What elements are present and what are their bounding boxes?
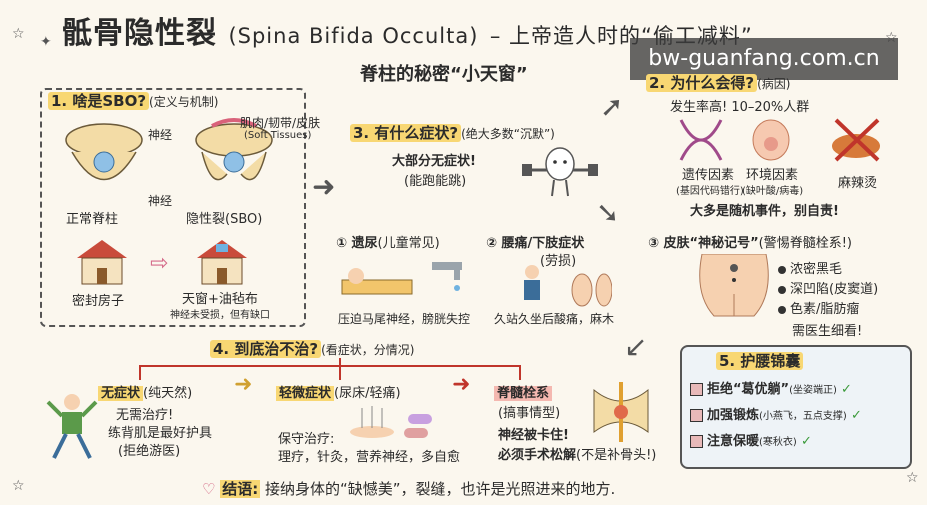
treatment-none: 无症状(纯天然)	[98, 382, 192, 401]
treatment-none-2: 练背肌是最好护具	[108, 426, 213, 441]
skylight-house-note: 神经未受损，但有缺口	[170, 310, 270, 321]
vertebra-illustration	[65, 118, 273, 181]
lower-back-illustration	[699, 254, 769, 317]
enuresis-note: 压迫马尾神经，膀胱失控	[338, 312, 471, 326]
nerve-label: 神经	[148, 194, 173, 208]
environment-factor: 环境因素	[746, 168, 799, 183]
normal-spine-label: 正常脊柱	[66, 212, 119, 227]
treatment-none-1: 无需治疗!	[116, 408, 174, 423]
arrow-right-icon: ➘	[596, 196, 620, 229]
checkmark-icon: ✓	[841, 382, 852, 397]
skin-mark-note: 需医生细看!	[792, 324, 863, 339]
section-1-box	[40, 88, 306, 327]
star-icon: ☆	[12, 26, 25, 42]
nerve-label: 神经	[148, 128, 173, 142]
symptom-enuresis: ① 遗尿(儿童常见)	[336, 236, 440, 251]
skin-mark-pigment: 色素/脂肪瘤	[778, 298, 859, 317]
symptom-back-pain: ② 腰痛/下肢症状	[486, 236, 585, 251]
checkmark-icon: ✓	[800, 434, 812, 449]
back-pain-illustration	[524, 265, 612, 307]
treatment-mild-1: 保守治疗:	[278, 432, 335, 447]
genetic-factor-note: (基因代码错行)	[676, 186, 744, 197]
arrow-right-icon: ➜	[312, 170, 336, 203]
treatment-tethered: 脊髓栓系	[494, 382, 553, 401]
acupuncture-pill-illustration	[350, 406, 432, 438]
arrow-down-icon: ↙	[624, 330, 648, 363]
tip-exercise: 加强锻炼(小燕飞，五点支撑) ✓	[690, 404, 862, 423]
heart-icon: ♡	[202, 480, 216, 498]
bed-faucet-illustration	[341, 262, 462, 295]
section-3-title: 3. 有什么症状?(绝大多数“沉默”)	[350, 122, 555, 143]
checkmark-icon: ✓	[850, 408, 862, 423]
star-icon: ✦	[40, 34, 52, 50]
treatment-mild: 轻微症状(尿床/轻痛)	[276, 382, 401, 401]
svg-text:⇨: ⇨	[150, 251, 168, 276]
treatment-tethered-sub: (搞事情型)	[498, 406, 561, 421]
no-symptom-label: 大部分无症状!	[392, 154, 476, 169]
section-1-title: 1. 啥是SBO?(定义与机制)	[48, 90, 218, 111]
back-pain-note: 久站久坐后酸痛，麻木	[494, 312, 615, 326]
soft-tissue-label: 肌肉/韧带/皮肤	[240, 116, 321, 130]
title-main: 骶骨隐性裂	[62, 16, 217, 51]
treatment-mild-2: 理疗，针灸，营养神经，多自愈	[278, 450, 461, 465]
incidence-rate: 发生率高! 10–20%人群	[670, 100, 810, 115]
house-illustration: ⇨	[77, 240, 247, 285]
tip-warm: 注意保暖(寒秋衣) ✓	[690, 430, 812, 449]
checkbox-icon	[690, 435, 703, 448]
page-subtitle: 脊柱的秘密“小天窗”	[360, 64, 528, 85]
sbo-label: 隐性裂(SBO)	[186, 212, 263, 227]
title-english: (Spina Bifida Occulta)	[228, 24, 479, 48]
treatment-branch-lines	[139, 358, 521, 380]
spicy-hotpot-label: 麻辣烫	[838, 176, 878, 191]
conclusion: ♡ 结语: 接纳身体的“缺憾美”，裂缝，也许是光照进来的地方.	[202, 480, 616, 498]
tip-posture: 拒绝“葛优躺”(坐姿端正) ✓	[690, 378, 852, 397]
section-4-title: 4. 到底治不治?(看症状，分情况)	[210, 338, 414, 359]
treatment-none-3: (拒绝游医)	[118, 444, 181, 459]
skylight-house-label: 天窗+油毡布	[182, 292, 258, 307]
environment-factor-note: (缺叶酸/病毒)	[742, 186, 804, 197]
soft-tissue-label-en: (Soft Tissues)	[244, 130, 312, 141]
watermark: bw-guanfang.com.cn	[630, 38, 898, 80]
back-pain-note-strain: (劳损)	[540, 254, 577, 269]
strong-spine-mascot	[522, 147, 598, 197]
star-icon: ☆	[12, 478, 25, 494]
arrow-right-icon: ➜	[234, 372, 253, 397]
genetic-factor: 遗传因素	[682, 168, 735, 183]
treatment-tethered-1: 神经被卡住!	[498, 428, 569, 443]
exercise-illustration	[46, 394, 98, 459]
page-title: 骶骨隐性裂 (Spina Bifida Occulta) – 上帝造人时的“偷工…	[62, 8, 753, 52]
arrow-right-icon: ➜	[452, 372, 471, 397]
cause-icons	[679, 118, 880, 162]
checkbox-icon	[690, 409, 703, 422]
section-5-title: 5. 护腰锦囊	[716, 350, 804, 371]
checkbox-icon	[690, 383, 703, 396]
sealed-house-label: 密封房子	[72, 294, 125, 309]
skin-mark-hair: 浓密黑毛	[778, 258, 842, 277]
skin-mark-dimple: 深凹陷(皮窦道)	[778, 278, 878, 297]
random-event-note: 大多是随机事件，别自责!	[690, 204, 839, 219]
tethered-cord-illustration	[593, 382, 649, 442]
section-2-title: 2. 为什么会得?(病因)	[646, 72, 790, 93]
no-symptom-note: (能跑能跳)	[404, 174, 467, 189]
treatment-tethered-2: 必须手术松解(不是补骨头!)	[498, 448, 657, 463]
symptom-skin-mark: ③ 皮肤“神秘记号”(警惕脊髓栓系!)	[648, 236, 852, 251]
arrow-right-icon: ➚	[600, 90, 624, 123]
star-icon: ☆	[906, 470, 919, 486]
